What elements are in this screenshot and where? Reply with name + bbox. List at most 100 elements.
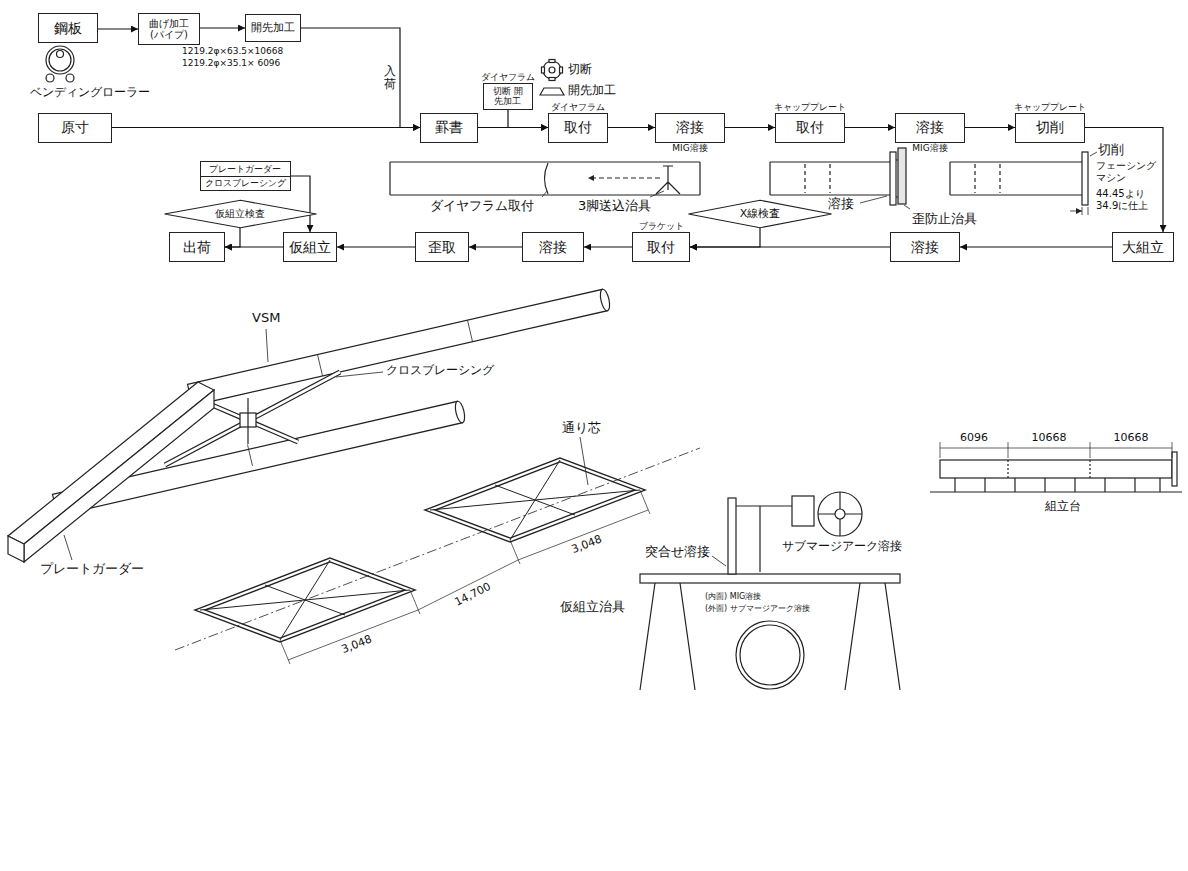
dimension-label: 3,048 (340, 633, 374, 656)
box-text-group: 鋼板 (54, 20, 82, 36)
vsm-assembly-figure (266, 329, 268, 362)
box-text: 切断 開先加工 (489, 86, 527, 107)
box-caption: MIG溶接 (912, 144, 947, 154)
cutting-icon (560, 67, 563, 73)
diaphragm-fitting-figure (390, 162, 700, 197)
cap-plate-welding-figure (770, 162, 890, 195)
submerged-arc-welder-figure (736, 506, 792, 572)
figure-label: プレートガーダー (40, 562, 144, 577)
box-text-group: 切削 (1036, 119, 1064, 135)
cutting-icon (542, 67, 545, 73)
diaphragm-fitting-figure (545, 163, 549, 194)
box-caption: キャッププレート (774, 103, 846, 113)
submerged-arc-welder-figure (728, 498, 736, 574)
assembly-bed-figure (940, 448, 1172, 449)
dimension-label: 3,048 (570, 533, 604, 556)
box-text: 出荷 (183, 239, 211, 255)
bending-roller-icon (49, 49, 71, 71)
box-text-group: 原寸 (61, 119, 89, 135)
box-text-group: 取付 (564, 119, 592, 135)
box-text-group: 開先加工 (251, 22, 295, 35)
dimension-label: 14,700 (453, 581, 493, 610)
box-text-group: X線検査 (740, 208, 781, 221)
box-text: 溶接 (916, 119, 944, 135)
bevel-icon (540, 88, 564, 95)
box-caption: キャッププレート (1014, 103, 1086, 113)
facing-figure (950, 162, 1082, 195)
figure-label: 通り芯 (562, 421, 601, 436)
dimension-label: 6096 (960, 432, 988, 445)
vsm-assembly-figure (454, 400, 467, 423)
submerged-arc-welder-figure (835, 509, 845, 519)
box-text-group: 取付 (796, 119, 824, 135)
submerged-arc-welder-figure (712, 556, 726, 566)
box-text: 取付 (796, 119, 824, 135)
flow-arrow (584, 246, 632, 247)
flow-arrow (508, 110, 548, 128)
flow-arrow (608, 127, 655, 128)
figure-label: 3脚送込治具 (578, 199, 651, 214)
process-box: 原寸 (38, 113, 112, 143)
process-box: 曲げ加工 (パイプ) (138, 13, 200, 45)
flow-arrow (1085, 128, 1163, 233)
figure-label: 組立台 (1045, 500, 1081, 514)
diaphragm-fitting-figure (656, 166, 680, 194)
bending-roller-icon (66, 74, 74, 82)
cap-plate-welding-figure (896, 160, 898, 197)
submerged-arc-welder-figure (818, 492, 862, 536)
figure-label: ダイヤフラム取付 (430, 199, 534, 214)
process-box: 溶接 (890, 232, 960, 262)
flow-arrow (690, 228, 760, 247)
diaphragm-fitting-figure (650, 191, 664, 197)
bending-roller-icon (46, 46, 74, 82)
cap-plate-welding-figure (904, 205, 910, 209)
figure-label: VSM (252, 311, 280, 326)
assembly-jig-figure (580, 437, 588, 485)
box-text-group: 曲げ加工 (パイプ) (146, 18, 192, 41)
flow-arrow (337, 246, 415, 247)
facing-figure (1082, 207, 1088, 215)
figure-label: サブマージアーク溶接 (782, 540, 902, 554)
bending-roller-icon (57, 51, 64, 58)
figure-label: 切削 (1098, 143, 1124, 158)
box-text: 罫書 (435, 119, 463, 135)
figure-label: 歪防止治具 (912, 212, 977, 227)
box-text: 大組立 (1122, 239, 1164, 255)
dimension-label: 10668 (1032, 432, 1067, 445)
diaphragm-fitting-figure (542, 191, 547, 197)
process-box: 溶接MIG溶接 (895, 113, 965, 143)
figure-label: (内面) MIG溶接 (705, 592, 761, 601)
box-text-group: 歪取 (428, 239, 456, 255)
process-box: 仮組立 (283, 232, 337, 262)
process-box: 溶接 (522, 232, 584, 262)
box-text: 曲げ加工 (パイプ) (146, 18, 192, 41)
submerged-arc-welder-figure (640, 583, 900, 690)
assembly-bed-figure (1172, 452, 1177, 486)
assembly-bed-figure (940, 460, 1172, 478)
process-box: プレートガーダークロスブレーシング (200, 161, 291, 191)
box-caption: MIG溶接 (672, 144, 707, 154)
assembly-bed-figure (930, 491, 1182, 492)
diaphragm-fitting-figure (588, 177, 660, 178)
flow-arrow (301, 28, 420, 128)
bevel-icon (540, 88, 564, 95)
cap-plate-welding-figure (805, 164, 830, 193)
vsm-assembly-figure (599, 288, 612, 311)
box-text-group: 溶接 (676, 119, 704, 135)
vsm-assembly-figure (336, 372, 383, 377)
facing-figure (950, 152, 1097, 215)
edge-label: 入荷 (384, 65, 396, 91)
flow-arrow (291, 176, 311, 232)
submerged-arc-welder-figure (740, 625, 800, 685)
assembly-bed-figure (940, 442, 1172, 458)
flow-arrow (965, 127, 1015, 128)
cutting-icon (549, 60, 555, 63)
diaphragm-fitting-figure (390, 162, 700, 195)
dimension-label: 10668 (1114, 432, 1149, 445)
assembly-jig-figure (200, 460, 640, 640)
cap-plate-welding-figure (860, 196, 887, 203)
box-text-group: 大組立 (1122, 239, 1164, 255)
figure-label: 溶接 (828, 197, 854, 212)
box-text: 溶接 (911, 239, 939, 255)
